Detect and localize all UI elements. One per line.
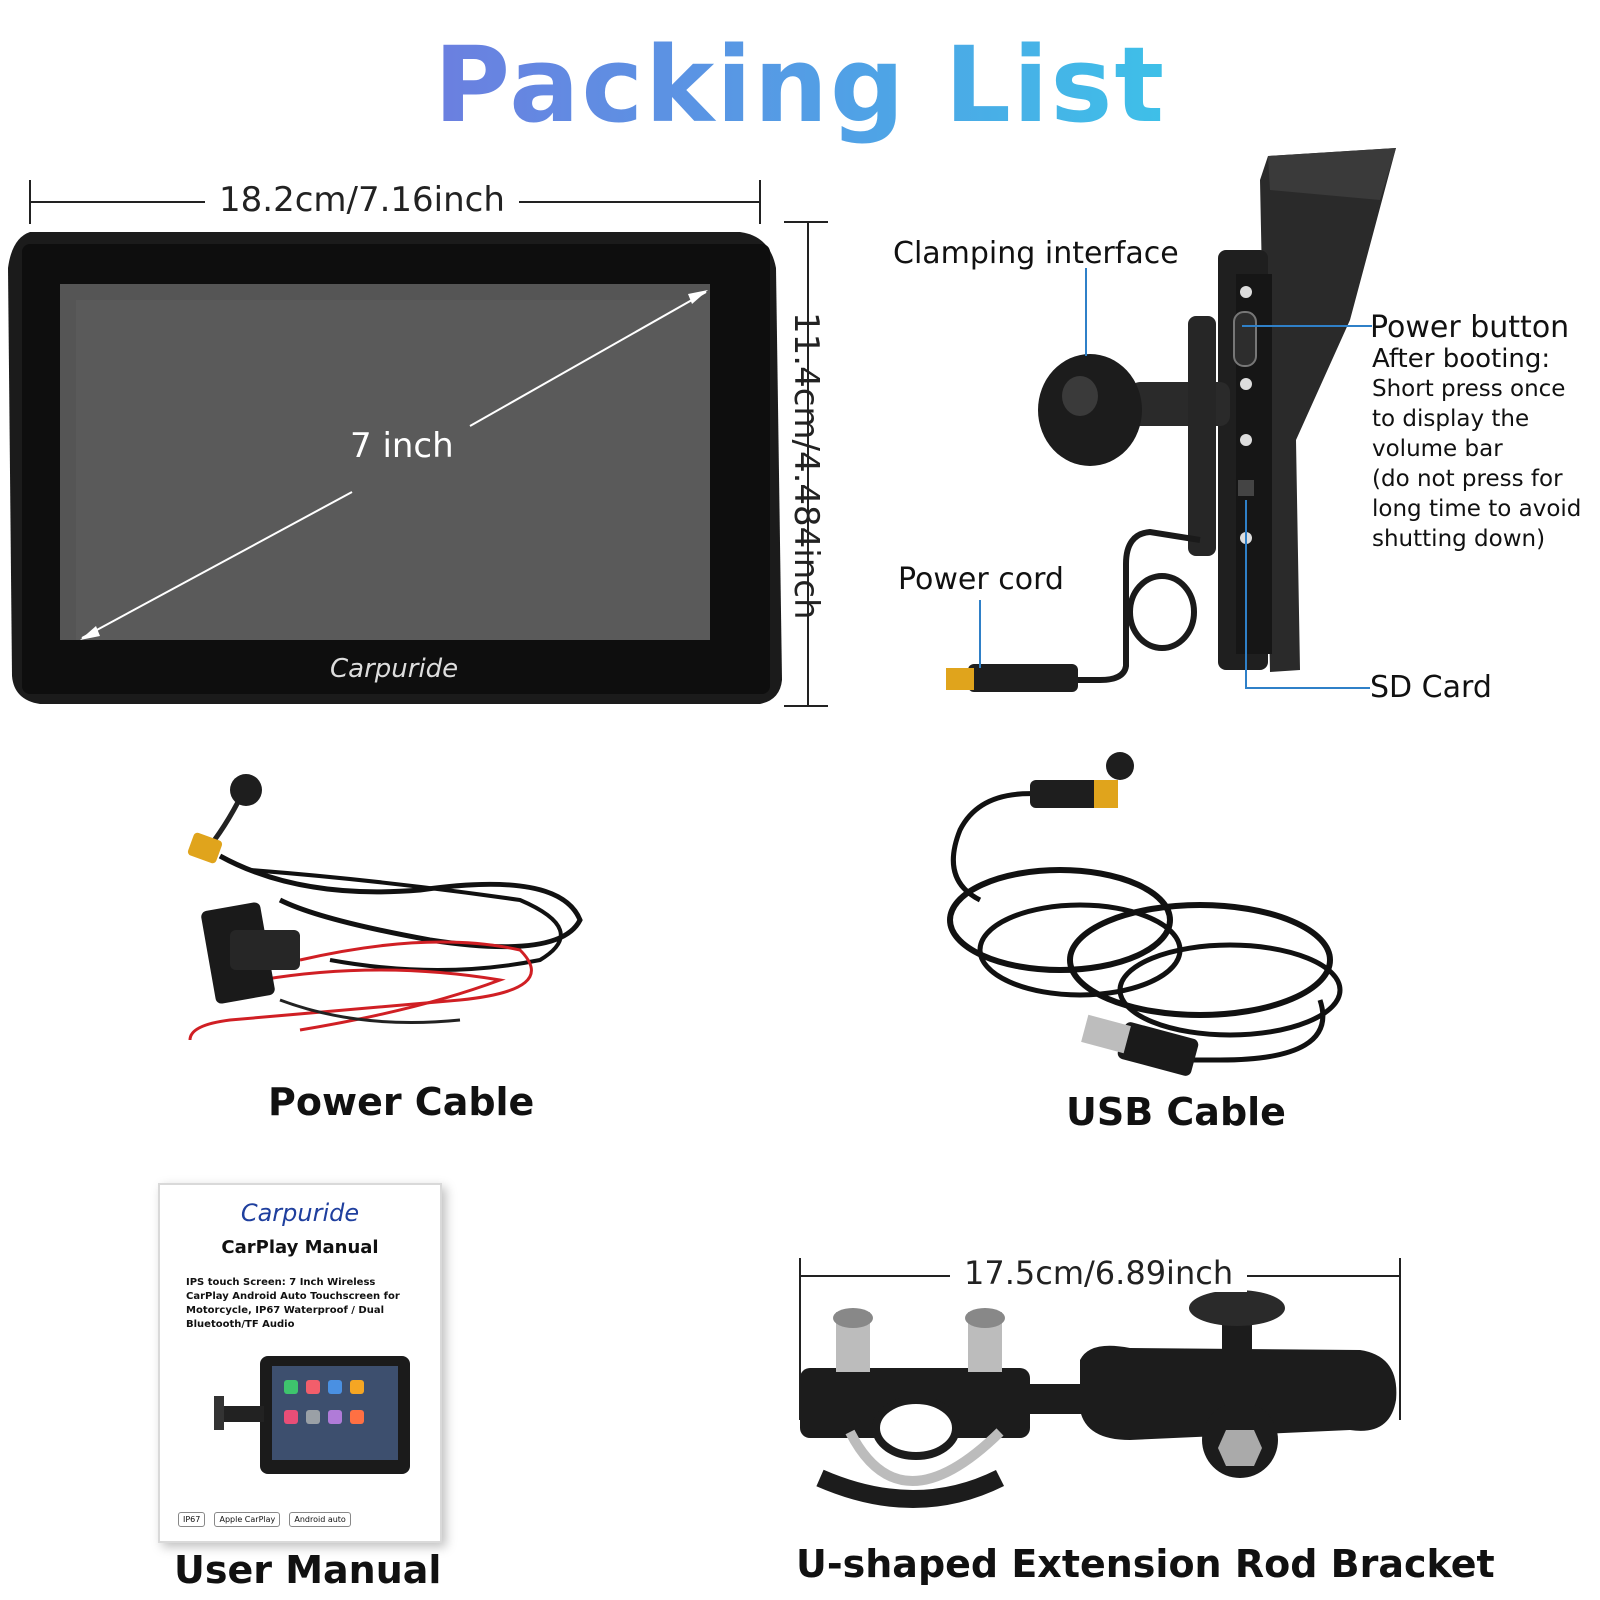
manual-badge: Android auto bbox=[289, 1512, 351, 1527]
manual-device-image bbox=[214, 1356, 410, 1474]
clamping-interface-label: Clamping interface bbox=[893, 236, 1179, 271]
note-line: long time to avoid bbox=[1372, 496, 1582, 522]
manual-badges: IP67 Apple CarPlay Android auto bbox=[178, 1507, 355, 1527]
note-line: shutting down) bbox=[1372, 526, 1546, 552]
manual-description: IPS touch Screen: 7 Inch Wireless CarPla… bbox=[186, 1277, 400, 1330]
manual-badge: Apple CarPlay bbox=[214, 1512, 281, 1527]
power-cable-caption: Power Cable bbox=[268, 1080, 535, 1124]
diagonal-label: 7 inch bbox=[350, 426, 454, 466]
manual-title: CarPlay Manual bbox=[221, 1237, 379, 1258]
power-cord-label: Power cord bbox=[898, 562, 1064, 597]
device-height-label: 11.4cm/4.484inch bbox=[786, 312, 826, 620]
user-manual-booklet: Carpuride CarPlay Manual IPS touch Scree… bbox=[158, 1183, 442, 1543]
bracket-caption: U-shaped Extension Rod Bracket bbox=[796, 1542, 1495, 1586]
page-title: Packing List bbox=[433, 24, 1167, 146]
sd-card-label: SD Card bbox=[1370, 670, 1492, 705]
power-button-note: After booting: Short press once to displ… bbox=[1372, 344, 1581, 554]
manual-badge: IP67 bbox=[178, 1512, 206, 1527]
note-line: to display the bbox=[1372, 406, 1530, 432]
device-width-label: 18.2cm/7.16inch bbox=[205, 180, 519, 220]
bracket-width-label: 17.5cm/6.89inch bbox=[950, 1254, 1248, 1292]
power-button-label: Power button bbox=[1370, 310, 1570, 345]
note-line: Short press once bbox=[1372, 376, 1566, 402]
usb-cable-caption: USB Cable bbox=[1066, 1090, 1286, 1134]
after-booting-label: After booting: bbox=[1372, 344, 1551, 374]
device-brand-logo: Carpuride bbox=[330, 654, 459, 684]
manual-brand-logo: Carpuride bbox=[240, 1199, 360, 1227]
note-line: (do not press for bbox=[1372, 466, 1563, 492]
note-line: volume bar bbox=[1372, 436, 1503, 462]
user-manual-caption: User Manual bbox=[174, 1548, 442, 1592]
